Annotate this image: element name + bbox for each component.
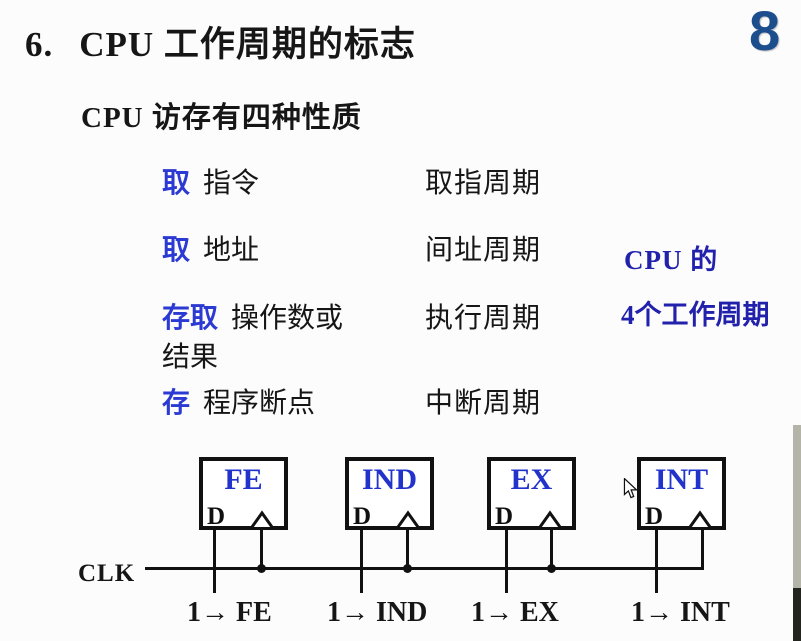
- wire-junction-dot: [257, 564, 266, 573]
- window-edge-strip: [793, 425, 801, 588]
- d-input-wire: [360, 530, 363, 593]
- access-keyword: 存: [162, 388, 191, 419]
- d-input-wire: [505, 530, 508, 593]
- d-input-wire: [655, 530, 658, 593]
- access-keyword: 存取: [162, 303, 219, 334]
- clock-triangle-icon: [396, 510, 420, 527]
- set-label-fe: 1→ FE: [187, 597, 272, 628]
- cycle-name: 间址周期: [425, 235, 542, 266]
- title-text: CPU 工作周期的标志: [79, 25, 416, 64]
- page-title: 6. CPU 工作周期的标志: [25, 16, 416, 67]
- cycle-name: 中断周期: [425, 388, 542, 419]
- d-input-label: D: [645, 503, 664, 530]
- access-object: 指令: [203, 168, 260, 199]
- access-object-line2: 结果: [162, 342, 219, 373]
- access-action: 存取操作数或: [162, 296, 343, 336]
- wire-junction-dot: [403, 564, 412, 573]
- clock-wire: [701, 530, 704, 570]
- clock-triangle-icon: [250, 510, 274, 527]
- d-input-label: D: [353, 503, 372, 530]
- flipflop-ind: IND D: [345, 457, 434, 530]
- annotation-cpu: CPU 的: [624, 245, 719, 275]
- cycle-name: 执行周期: [425, 303, 542, 334]
- cycle-name: 取指周期: [425, 168, 542, 199]
- clk-label: CLK: [78, 560, 136, 587]
- access-keyword: 取: [162, 168, 191, 199]
- access-action: 取指令: [162, 161, 259, 201]
- access-object: 程序断点: [203, 388, 316, 419]
- access-action: 存程序断点: [162, 381, 315, 421]
- mouse-cursor-icon: [623, 478, 638, 499]
- flipflop-int: INT D: [637, 457, 726, 530]
- clock-wire: [550, 530, 553, 570]
- annotation-four-cycles: 4个工作周期: [621, 300, 770, 330]
- flipflop-name: INT: [654, 463, 709, 496]
- set-label-int: 1→ INT: [631, 597, 730, 628]
- page-number: 8: [749, 0, 781, 62]
- access-object: 地址: [203, 235, 260, 266]
- access-object: 操作数或: [231, 303, 344, 334]
- window-edge-strip-dark: [793, 588, 801, 641]
- flipflop-name: IND: [361, 463, 417, 496]
- d-input-label: D: [207, 503, 226, 530]
- flipflop-ex: EX D: [487, 457, 576, 530]
- clock-triangle-icon: [688, 510, 712, 527]
- clk-bus-line: [145, 567, 704, 570]
- clock-wire: [260, 530, 263, 570]
- access-keyword: 取: [162, 235, 191, 266]
- set-label-ex: 1→ EX: [471, 597, 559, 628]
- flipflop-name: EX: [510, 463, 553, 496]
- wire-junction-dot: [547, 564, 556, 573]
- clock-triangle-icon: [538, 510, 562, 527]
- slide-subtitle: CPU 访存有四种性质: [81, 102, 362, 134]
- d-input-label: D: [495, 503, 514, 530]
- set-label-ind: 1→ IND: [327, 597, 428, 628]
- access-action: 取地址: [162, 228, 259, 268]
- flipflop-name: FE: [224, 463, 263, 496]
- flipflop-fe: FE D: [199, 457, 288, 530]
- title-number: 6.: [25, 25, 54, 64]
- clock-wire: [406, 530, 409, 570]
- d-input-wire: [213, 530, 216, 593]
